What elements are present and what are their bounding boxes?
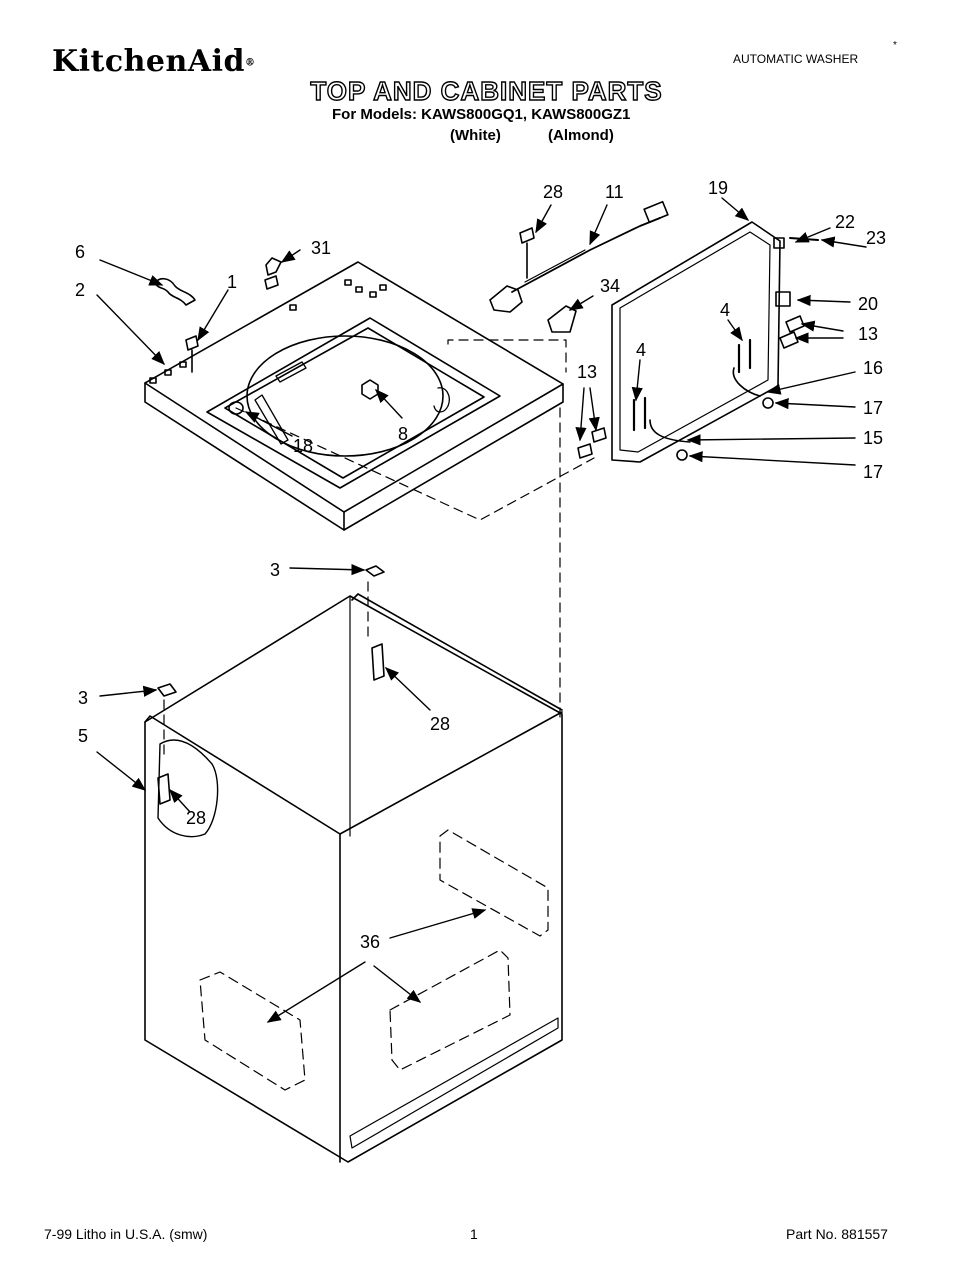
document-type-mark: * (893, 40, 897, 51)
callout-8: 8 (398, 424, 408, 444)
callout-31: 31 (311, 238, 331, 258)
part-16-rod (732, 367, 761, 397)
part-17-grommet-upper (762, 397, 774, 409)
callout-5: 5 (78, 726, 88, 746)
callout-6: 6 (75, 242, 85, 262)
brand-logo: KitchenAid® (52, 44, 255, 79)
part-11-harness (511, 217, 661, 293)
part-15-rod (649, 419, 691, 443)
part-20-bumper (775, 291, 791, 307)
print-info: 7-99 Litho in U.S.A. (smw) (44, 1226, 208, 1242)
callout-13: 13 (858, 324, 878, 344)
washer-cabinet (144, 593, 563, 1163)
part-3-clip-left (157, 683, 177, 697)
part-11-connector (643, 200, 669, 224)
variant-almond: (Almond) (548, 127, 614, 144)
part-31-clip (264, 257, 282, 290)
callout-3: 3 (270, 560, 280, 580)
brand-name: KitchenAid (52, 44, 245, 79)
washer-top-panel (144, 261, 564, 531)
part-17-grommet-lower (676, 449, 688, 461)
part-13-screw-right-b (779, 331, 799, 349)
part-28-screw-cabinet (371, 643, 385, 681)
callout-17: 17 (863, 462, 883, 482)
assembly-guide-lines (163, 339, 595, 761)
callout-16: 16 (863, 358, 883, 378)
callout-arrows (96, 197, 867, 1023)
callout-labels: 28 11 19 22 23 6 31 1 2 34 20 4 13 4 13 … (75, 178, 886, 952)
callout-20: 20 (858, 294, 878, 314)
part-34-bracket (547, 305, 577, 333)
part-4-hinge-upper (737, 338, 752, 374)
variant-white: (White) (450, 127, 501, 144)
callout-11: 11 (605, 182, 624, 202)
callout-28: 28 (186, 808, 206, 828)
part-3-clip-upper (365, 565, 385, 577)
callout-18: 18 (293, 436, 313, 456)
part-1-screw (185, 335, 199, 373)
part-13-screw-left-b (577, 443, 593, 459)
part-lid-switch (489, 285, 523, 313)
part-28-screw (519, 227, 535, 279)
brand-registered-mark: ® (244, 57, 256, 69)
page-number: 1 (470, 1226, 478, 1242)
callout-4: 4 (720, 300, 730, 320)
callout-28: 28 (430, 714, 450, 734)
page-title: TOP AND CABINET PARTS (310, 75, 663, 106)
part-22-washer (773, 237, 785, 249)
callout-3: 3 (78, 688, 88, 708)
callout-23: 23 (866, 228, 886, 248)
callout-15: 15 (863, 428, 883, 448)
part-4-hinge-lower (632, 396, 647, 432)
callout-1: 1 (227, 272, 237, 292)
callout-28: 28 (543, 182, 563, 202)
callout-22: 22 (835, 212, 855, 232)
callout-19: 19 (708, 178, 728, 198)
callout-2: 2 (75, 280, 85, 300)
models-line: For Models: KAWS800GQ1, KAWS800GZ1 (332, 106, 631, 123)
document-type: AUTOMATIC WASHER (733, 52, 859, 66)
part-number: Part No. 881557 (786, 1226, 888, 1242)
part-13-screw-left-a (591, 427, 607, 443)
part-6-hinge (154, 277, 196, 306)
part-18-fitting (228, 401, 244, 415)
callout-34: 34 (600, 276, 620, 296)
callout-36: 36 (360, 932, 380, 952)
part-28-screw-side (157, 773, 171, 805)
callout-17: 17 (863, 398, 883, 418)
callout-4: 4 (636, 340, 646, 360)
callout-13: 13 (577, 362, 597, 382)
